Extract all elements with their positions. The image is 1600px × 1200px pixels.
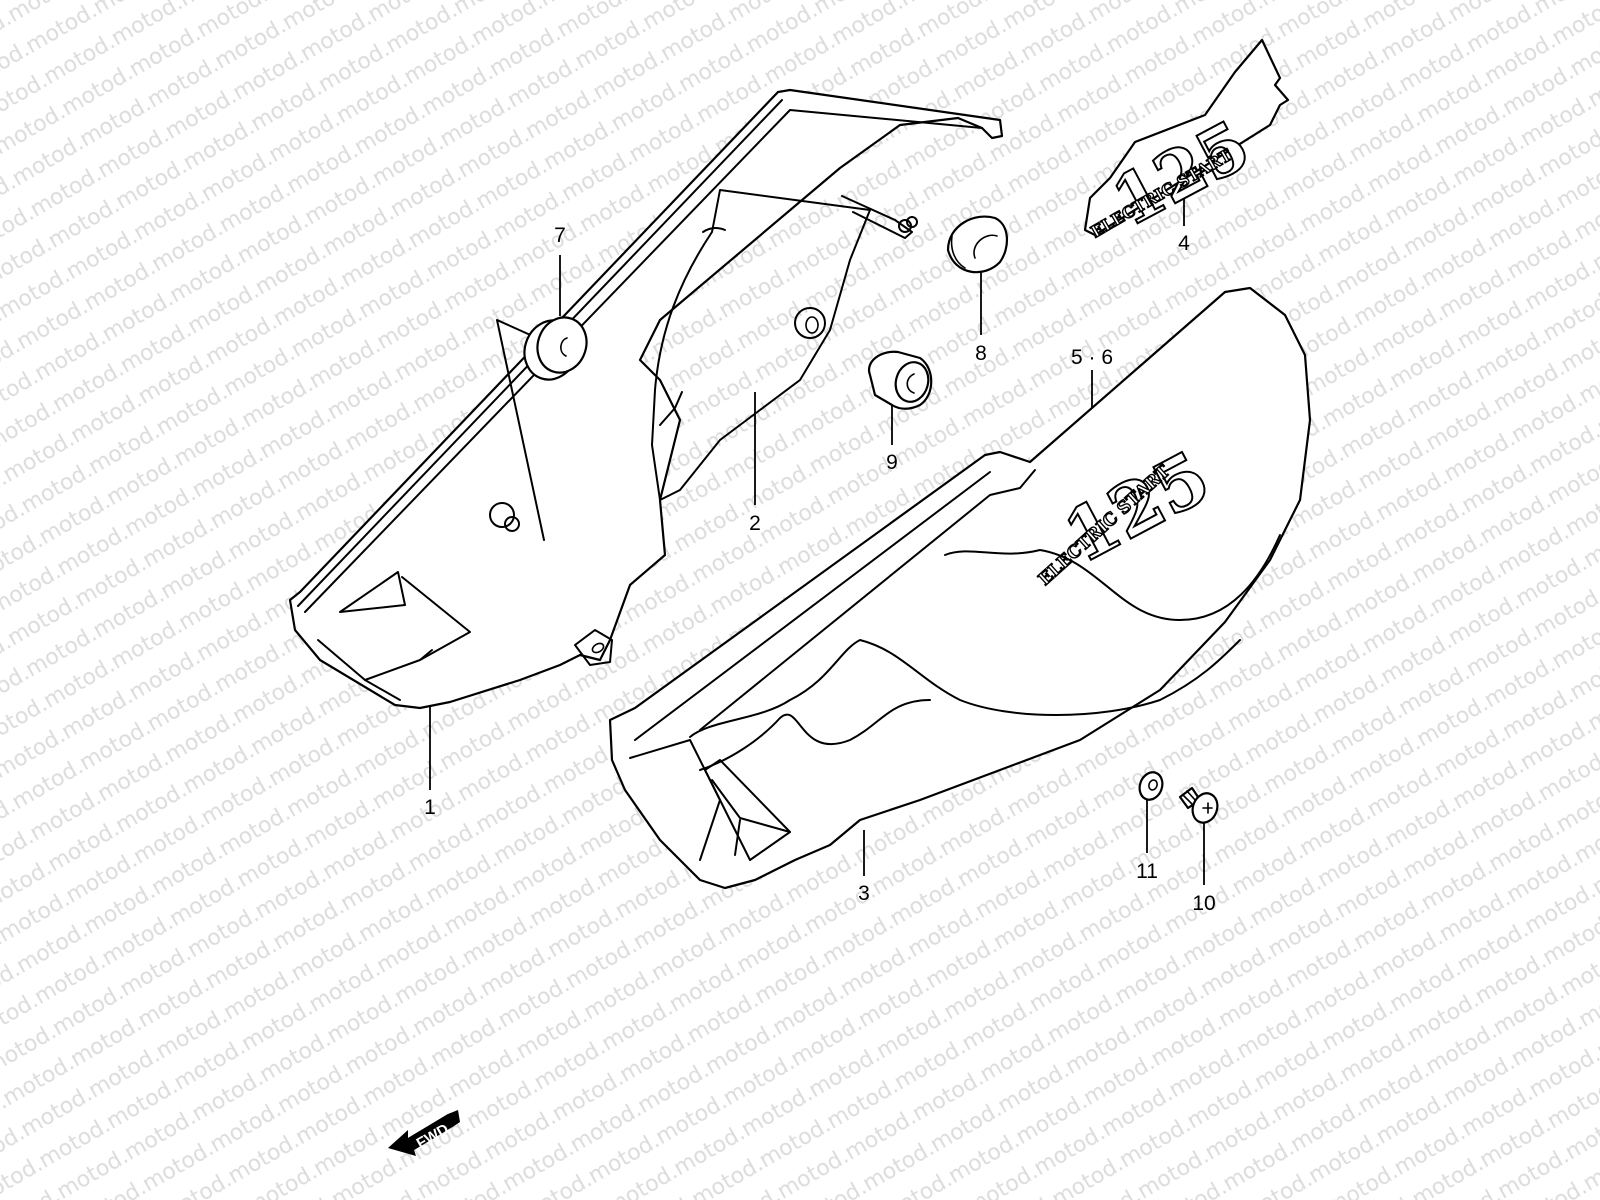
part-10-screw[interactable] [1178,786,1221,826]
callout-7: 7 [554,224,566,247]
callout-3: 3 [858,882,870,905]
callout-5-6: 5 · 6 [1070,346,1114,369]
callout-1: 1 [424,796,436,819]
part-11-washer[interactable] [1136,769,1166,803]
part-7-grommet[interactable] [516,310,594,387]
part-3-chain-cover[interactable]: 125 ELECTRIC START [608,286,1312,890]
callout-8: 8 [975,342,987,365]
callout-11: 11 [1136,860,1158,883]
callout-4: 4 [1178,232,1190,255]
arrow-down-left-icon [388,1110,460,1156]
part-9-collar[interactable] [867,350,933,410]
part-2-inner-panel[interactable] [651,189,871,501]
part-8-grommet[interactable] [946,215,1008,274]
callout-10: 10 [1192,892,1216,915]
callout-2: 2 [749,512,761,535]
fwd-direction-indicator: FWD [388,1110,460,1156]
callout-9: 9 [886,451,898,474]
